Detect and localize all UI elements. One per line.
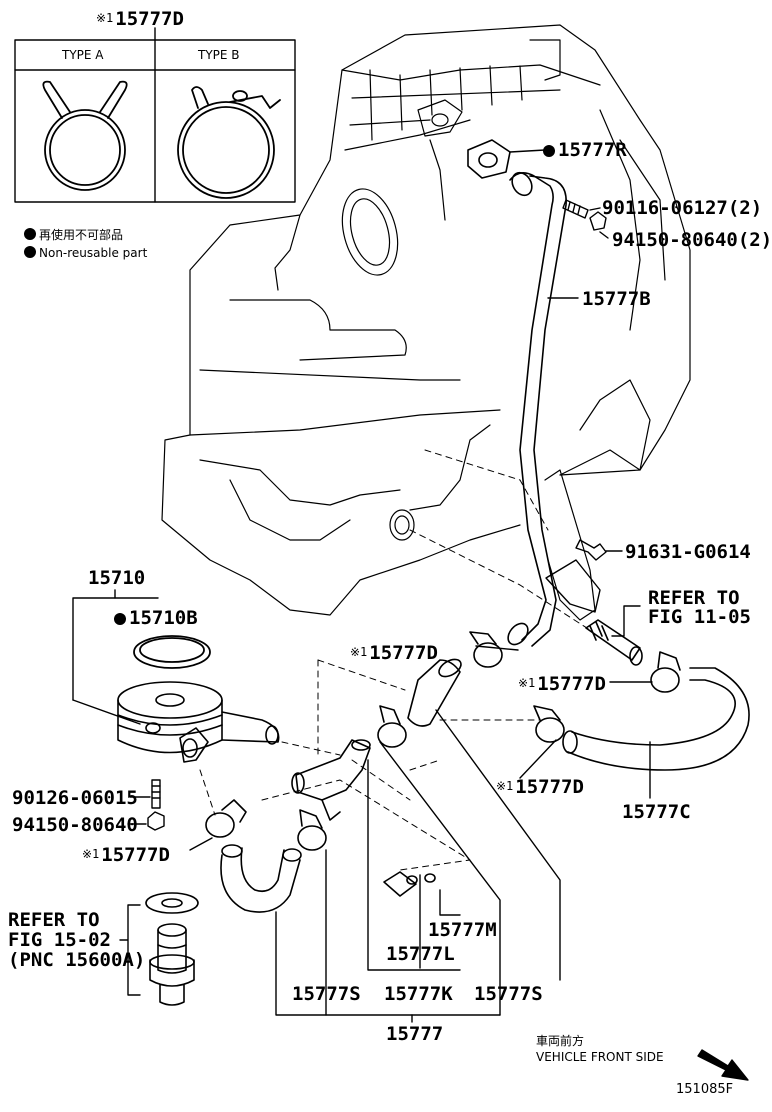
sensor-drawing bbox=[585, 619, 643, 666]
clamp-type-a-drawing bbox=[42, 80, 128, 191]
label-94150-upper: 94150-80640(2) bbox=[612, 229, 772, 251]
hose-left-drawing bbox=[220, 844, 302, 913]
bottom-leaders bbox=[275, 645, 653, 1023]
non-reusable-dot-icon bbox=[24, 246, 36, 258]
label-refer-1502-l1: REFER TO bbox=[8, 909, 100, 931]
stud-90126-drawing bbox=[151, 779, 161, 809]
figure-id: 151085F bbox=[676, 1082, 734, 1097]
label-15777s-left: 15777S bbox=[292, 983, 361, 1005]
type-b-label: TYPE B bbox=[198, 48, 240, 62]
direction-jp: 車両前方 bbox=[536, 1034, 585, 1048]
fitting-15777m-drawing bbox=[383, 871, 436, 897]
engine-block bbox=[161, 24, 691, 621]
hose-15777c-drawing bbox=[562, 667, 750, 771]
marker: ※1 bbox=[96, 11, 114, 25]
label-refer-1105-l1: REFER TO bbox=[648, 587, 740, 609]
label-90116: 90116-06127(2) bbox=[602, 197, 763, 219]
label-15777s-right: 15777S bbox=[474, 983, 543, 1005]
gasket-15710b-drawing bbox=[133, 635, 211, 669]
direction-en: VEHICLE FRONT SIDE bbox=[536, 1050, 664, 1064]
non-reusable-dot-icon bbox=[543, 145, 555, 157]
callout-15710 bbox=[72, 589, 159, 725]
clamp-left-drawing bbox=[205, 799, 247, 838]
label-15777b: 15777B bbox=[582, 288, 651, 310]
label-15777c: 15777C bbox=[622, 801, 691, 823]
label-refer-1105-l2: FIG 11-05 bbox=[648, 606, 751, 628]
type-a-label: TYPE A bbox=[62, 48, 104, 62]
bolt-91631-drawing bbox=[575, 539, 607, 561]
non-reusable-dot-icon bbox=[24, 228, 36, 240]
label-15777m: 15777M bbox=[428, 919, 497, 941]
dashed-lines bbox=[199, 449, 591, 871]
label-15777r: 15777R bbox=[543, 140, 627, 160]
leader-90116 bbox=[589, 207, 601, 211]
gasket-15777r-drawing bbox=[467, 139, 511, 179]
leader-15777r bbox=[509, 149, 546, 153]
clamp-type-box bbox=[14, 27, 296, 203]
label-90126: 90126-06015 bbox=[12, 787, 138, 809]
clamp-lower-mid-drawing bbox=[297, 809, 327, 851]
label-94150-lower: 94150-80640 bbox=[12, 814, 138, 836]
bracket-drawing bbox=[545, 559, 601, 613]
callout-refer-1502 bbox=[119, 904, 141, 996]
legend-jp: 再使用不可部品 bbox=[24, 226, 123, 243]
label-15710b: 15710B bbox=[114, 608, 198, 628]
label-refer-1502-l3: (PNC 15600A) bbox=[8, 949, 146, 971]
clamp-type-b-drawing bbox=[177, 86, 281, 199]
hose-15777k-drawing bbox=[407, 658, 462, 727]
label-15710: 15710 bbox=[88, 567, 146, 589]
pipe-15777b-drawing bbox=[507, 171, 567, 647]
leader-15777d-left bbox=[189, 837, 213, 851]
label-91631: 91631-G0614 bbox=[625, 541, 751, 563]
non-reusable-dot-icon bbox=[114, 613, 126, 625]
bolt-90116-drawing bbox=[562, 199, 589, 219]
leader-94150 bbox=[599, 231, 609, 239]
front-arrow-icon bbox=[697, 1049, 749, 1081]
clamp-center-drawing bbox=[377, 631, 681, 748]
callout-refer-1105 bbox=[611, 605, 641, 637]
nut-94150b-drawing bbox=[147, 811, 165, 831]
tee-fitting-drawing bbox=[291, 739, 371, 821]
legend-en: Non-reusable part bbox=[24, 246, 147, 260]
label-15777k: 15777K bbox=[384, 983, 453, 1005]
label-refer-1502-l2: FIG 15-02 bbox=[8, 929, 111, 951]
nut-94150-drawing bbox=[589, 211, 607, 231]
union-bolt-drawing bbox=[145, 892, 199, 1006]
label-15777l: 15777L bbox=[386, 943, 455, 965]
label-15777: 15777 bbox=[386, 1023, 444, 1045]
oil-cooler-15710-drawing bbox=[117, 681, 280, 763]
